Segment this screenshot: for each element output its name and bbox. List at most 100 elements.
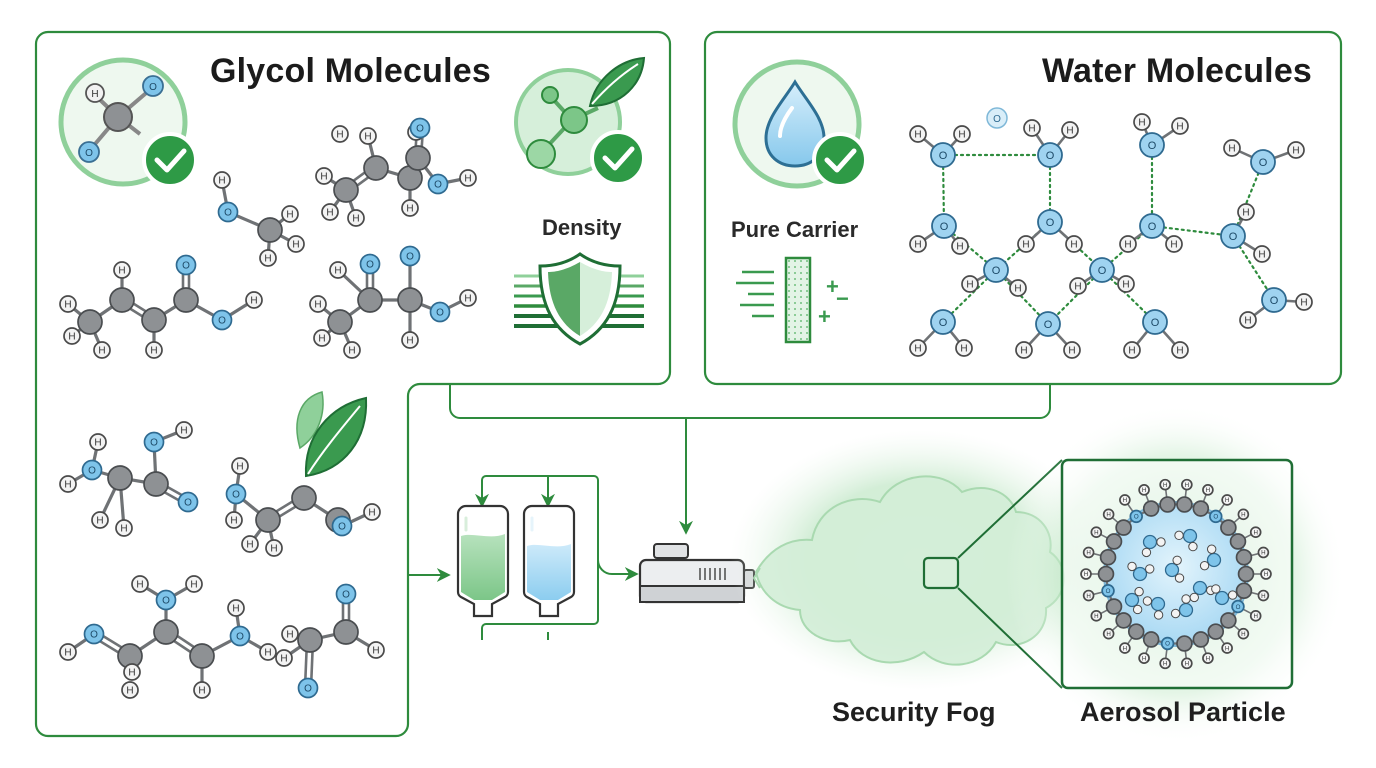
svg-text:H: H [280, 654, 287, 665]
water-molecule: O H H [1220, 203, 1271, 263]
svg-text:H: H [1070, 240, 1077, 251]
glycol-panel-title: Glycol Molecules [210, 52, 491, 90]
tanks-to-machine-arrow [597, 559, 639, 581]
glycol-tank-icon [456, 504, 510, 618]
svg-text:H: H [1094, 529, 1098, 536]
glycol-molecule-group: OHHHHHHHOOHHHHHHOOHHHHHHOOOHHHHHHOOHOHHH… [59, 117, 477, 699]
density-label: Density [542, 215, 622, 240]
svg-text:H: H [1242, 208, 1249, 219]
svg-text:O: O [434, 180, 442, 191]
svg-text:O: O [1229, 231, 1238, 243]
svg-text:H: H [1300, 298, 1307, 309]
svg-text:O: O [218, 316, 226, 327]
svg-text:H: H [1094, 613, 1098, 620]
svg-text:O: O [416, 124, 424, 135]
svg-text:O: O [182, 261, 190, 272]
svg-text:O: O [1148, 140, 1157, 152]
svg-text:H: H [94, 438, 101, 449]
svg-text:O: O [1046, 217, 1055, 229]
hydrogen-bond [1231, 160, 1265, 238]
svg-text:H: H [1142, 487, 1146, 494]
svg-text:O: O [1259, 157, 1268, 169]
svg-text:H: H [230, 516, 237, 527]
svg-text:H: H [1084, 571, 1088, 578]
svg-text:O: O [224, 208, 232, 219]
aerosol-particle-label: Aerosol Particle [1080, 697, 1286, 727]
svg-text:H: H [1106, 631, 1110, 638]
svg-text:O: O [939, 317, 948, 329]
svg-text:H: H [956, 242, 963, 253]
svg-text:H: H [198, 686, 205, 697]
svg-text:H: H [1014, 284, 1021, 295]
svg-text:H: H [1086, 550, 1090, 557]
svg-text:H: H [914, 240, 921, 251]
svg-text:H: H [1253, 613, 1257, 620]
svg-text:O: O [162, 596, 170, 607]
glycol-check-badge-icon: H O O [58, 57, 198, 188]
svg-text:H: H [1261, 593, 1265, 600]
zoom-source-square [922, 556, 960, 590]
svg-text:O: O [1213, 514, 1218, 521]
svg-text:H: H [1258, 250, 1265, 261]
svg-text:H: H [1206, 655, 1210, 662]
glycol-panel-border [34, 30, 672, 738]
svg-text:O: O [88, 466, 96, 477]
svg-text:H: H [314, 300, 321, 311]
carrier-filter-icon: + − + [736, 256, 849, 344]
svg-text:H: H [326, 208, 333, 219]
svg-text:H: H [914, 344, 921, 355]
svg-text:O: O [436, 308, 444, 319]
svg-text:O: O [1044, 319, 1053, 331]
svg-text:H: H [1086, 593, 1090, 600]
svg-text:H: H [1253, 529, 1257, 536]
svg-text:O: O [232, 490, 240, 501]
svg-text:H: H [150, 346, 157, 357]
svg-text:O: O [993, 114, 1001, 125]
svg-text:H: H [264, 254, 271, 265]
svg-text:O: O [149, 82, 157, 93]
svg-text:O: O [342, 590, 350, 601]
svg-text:H: H [190, 580, 197, 591]
water-molecule: OHH [1239, 287, 1313, 329]
svg-text:+: + [826, 274, 839, 299]
svg-text:H: H [96, 516, 103, 527]
svg-text:H: H [232, 604, 239, 615]
svg-text:H: H [64, 480, 71, 491]
water-panel-title: Water Molecules [1042, 52, 1313, 90]
svg-text:O: O [150, 438, 158, 449]
svg-text:H: H [1163, 482, 1167, 489]
merge-connector [449, 384, 1051, 419]
svg-text:H: H [1138, 118, 1145, 129]
svg-text:H: H [1176, 346, 1183, 357]
svg-text:H: H [1292, 146, 1299, 157]
svg-text:O: O [90, 630, 98, 641]
svg-text:H: H [68, 332, 75, 343]
svg-text:H: H [250, 296, 257, 307]
svg-text:H: H [270, 544, 277, 555]
pure-carrier-label: Pure Carrier [731, 217, 859, 242]
svg-text:H: H [406, 336, 413, 347]
svg-text:H: H [1123, 497, 1127, 504]
svg-text:H: H [118, 266, 125, 277]
svg-text:H: H [1185, 482, 1189, 489]
svg-text:H: H [128, 668, 135, 679]
svg-text:O: O [1106, 588, 1111, 595]
svg-text:H: H [1066, 126, 1073, 137]
svg-text:H: H [960, 344, 967, 355]
svg-text:H: H [1206, 487, 1210, 494]
svg-text:H: H [136, 580, 143, 591]
svg-text:O: O [1134, 514, 1139, 521]
svg-text:+: + [818, 304, 831, 329]
svg-text:O: O [338, 522, 346, 533]
